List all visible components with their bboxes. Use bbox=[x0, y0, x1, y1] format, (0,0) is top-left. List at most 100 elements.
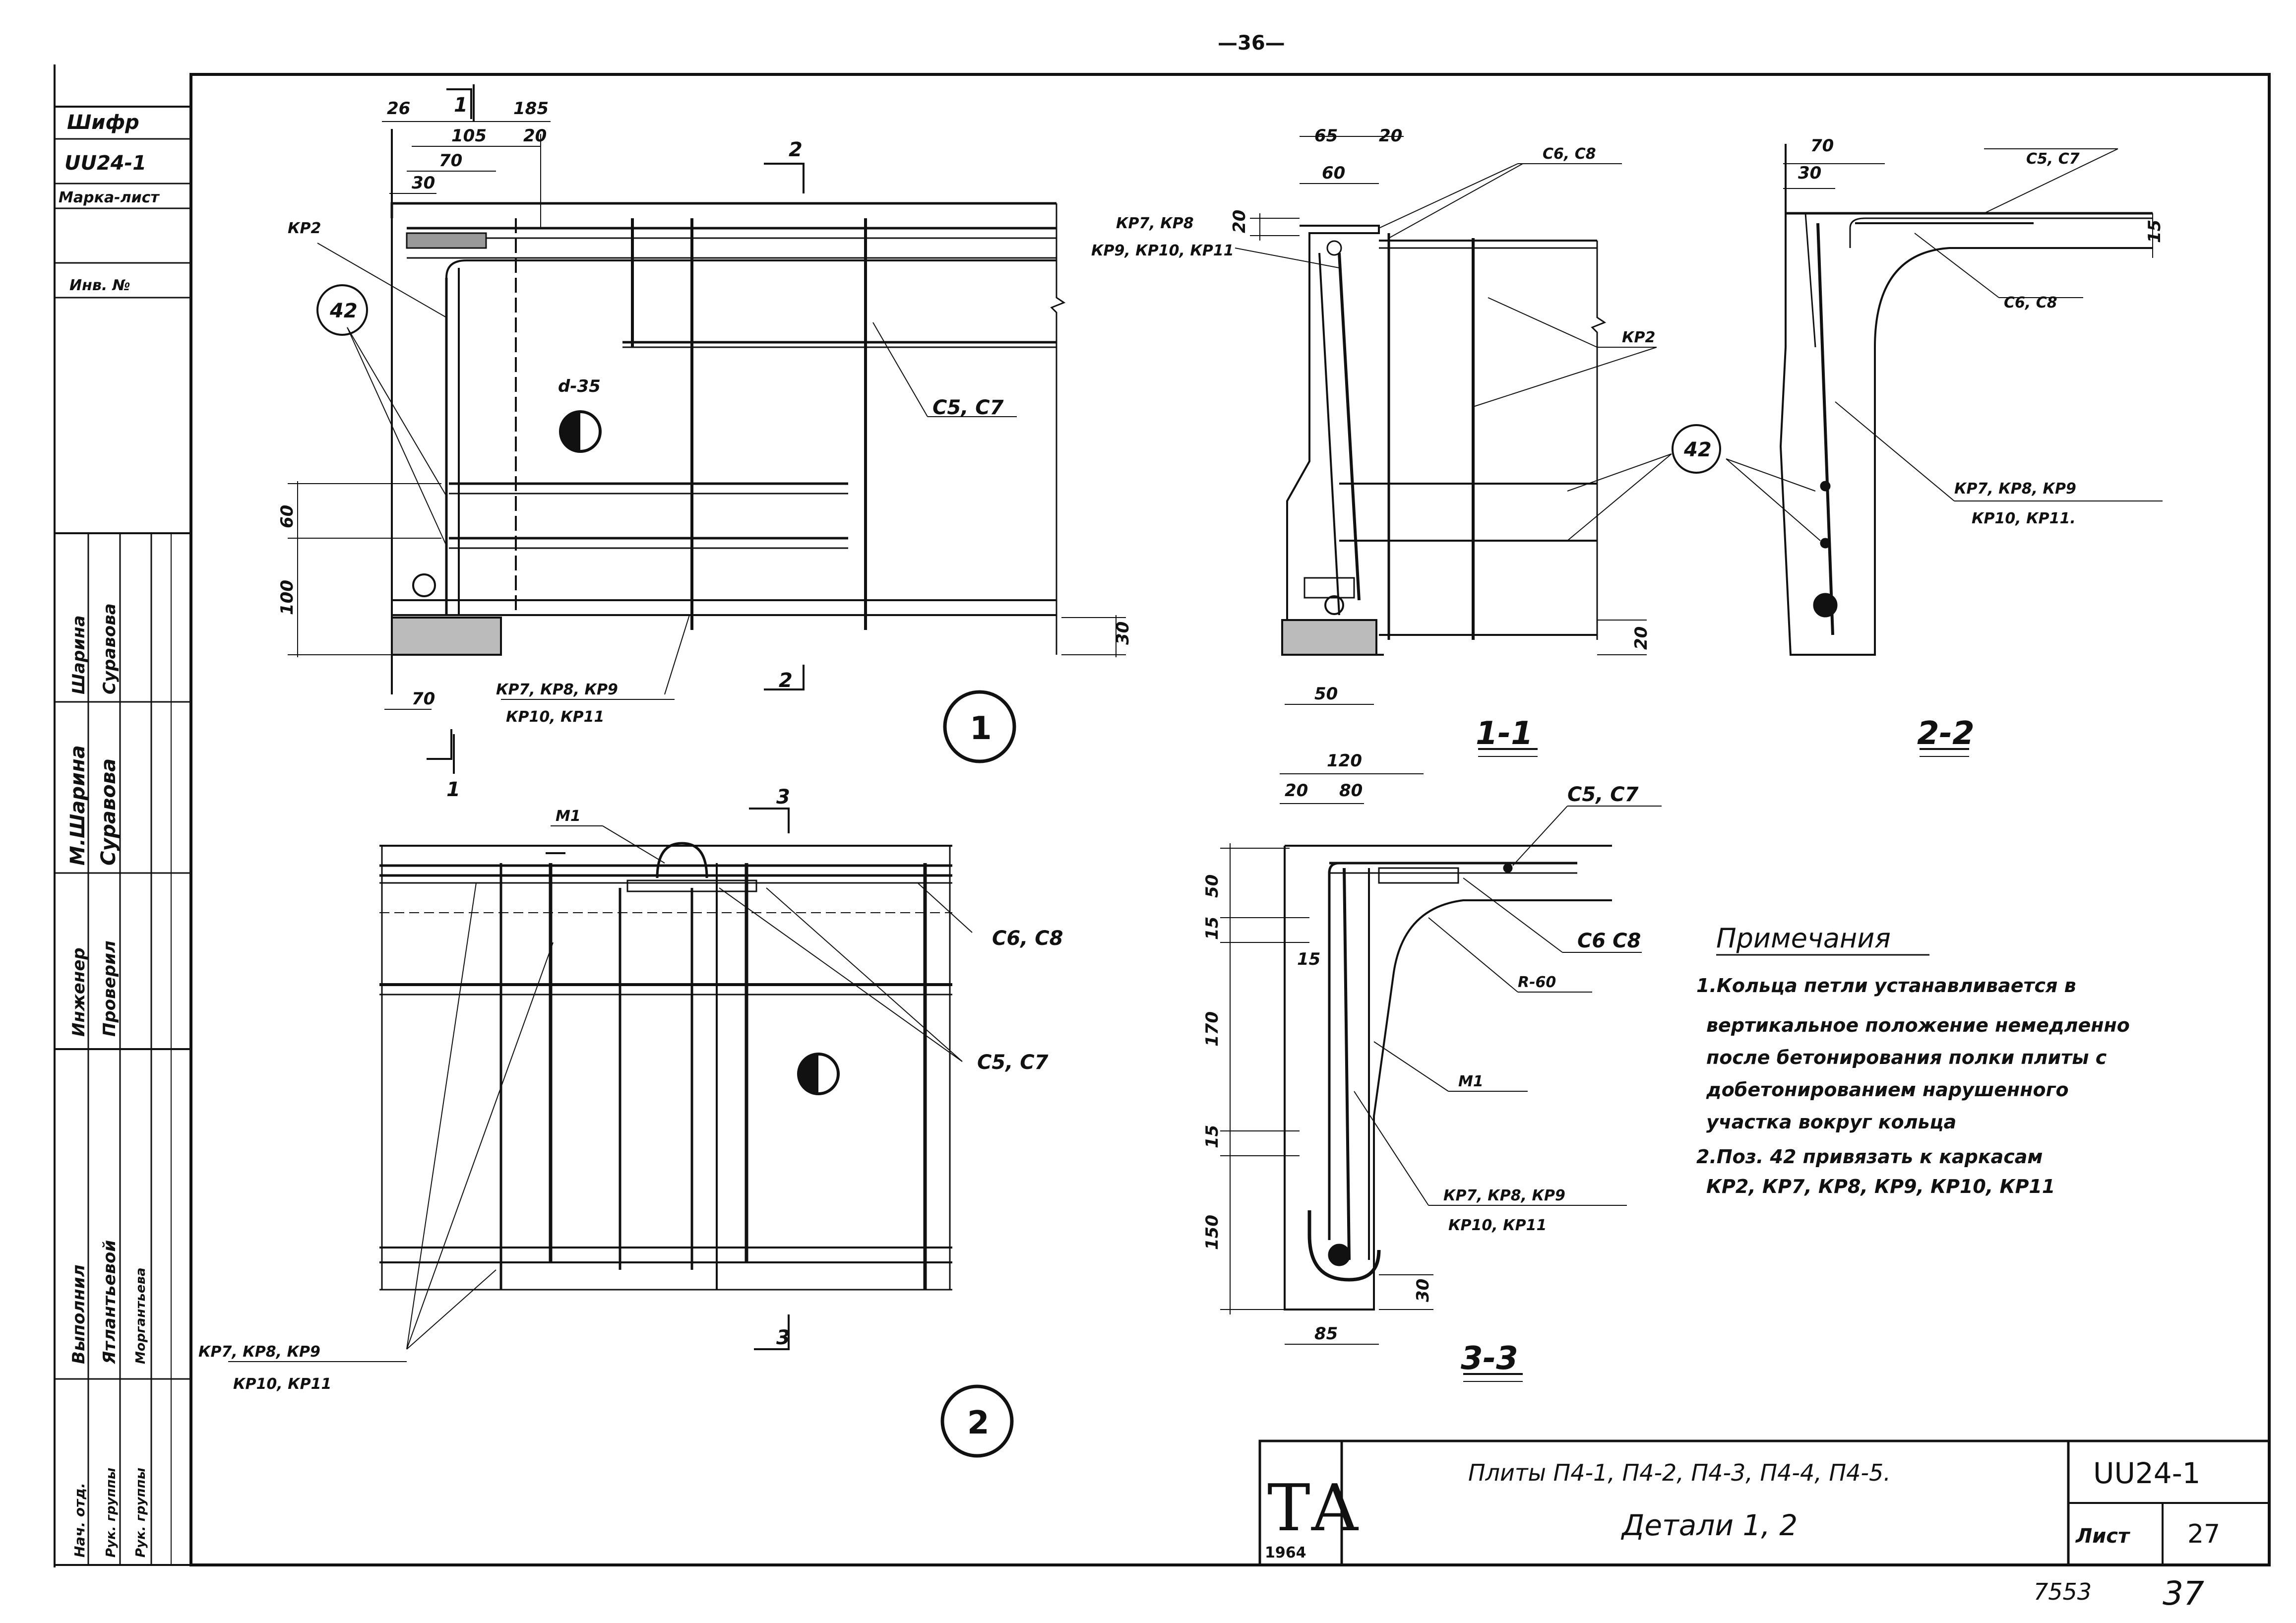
d1-dim-100: 100 bbox=[277, 580, 297, 615]
bottom-number-left: 7553 bbox=[2034, 1578, 2092, 1605]
section-2-2 bbox=[1726, 144, 2163, 757]
d1-section-mark-2-bottom: 2 bbox=[779, 669, 793, 692]
d1-dim-30-right: 30 bbox=[1113, 622, 1133, 645]
section-3-3-text: 120 20 80 50 15 170 15 150 30 85 15 C5, … bbox=[1202, 751, 1641, 1377]
s33-kr7-kr9: КР7, КР8, КР9 bbox=[1443, 1187, 1565, 1204]
title-line-1: Плиты П4-1, П4-2, П4-3, П4-4, П4-5. bbox=[1468, 1459, 1891, 1486]
detail-number-1: 1 bbox=[970, 710, 992, 747]
notes: Примечания 1.Кольца петли устанавливаетс… bbox=[1696, 923, 2130, 1197]
s11-kr9-kr11: КР9, КР10, КР11 bbox=[1091, 242, 1234, 259]
s33-dim-150: 150 bbox=[1202, 1215, 1222, 1250]
detail-number-2: 2 bbox=[967, 1405, 990, 1441]
inv-label: Инв. № bbox=[69, 277, 130, 294]
role-executed: Выполнил bbox=[69, 1264, 89, 1364]
sheet-number: 27 bbox=[2187, 1519, 2220, 1549]
s33-dim-30: 30 bbox=[1413, 1279, 1433, 1302]
cipher-value: UU24-1 bbox=[64, 152, 146, 175]
s22-kr10-kr11: КР10, КР11. bbox=[1972, 510, 2076, 527]
s11-c6-c8: C6, C8 bbox=[1543, 145, 1596, 163]
d2-kr10-kr11: КР10, КР11 bbox=[233, 1375, 331, 1393]
s33-dim-85: 85 bbox=[1314, 1324, 1338, 1344]
s22-kr7-kr9: КР7, КР8, КР9 bbox=[1954, 480, 2076, 498]
d1-kr10-kr11-label: КР10, КР11 bbox=[506, 708, 604, 726]
sheet-frame bbox=[189, 73, 2271, 1566]
s33-dim-170: 170 bbox=[1202, 1011, 1222, 1047]
s22-c5-c7: C5, C7 bbox=[2026, 150, 2080, 168]
role-head-dept: Нач. отд. bbox=[71, 1483, 88, 1558]
note-line-2: вертикальное положение немедленно bbox=[1706, 1014, 2130, 1036]
role-group-lead-2: Рук. группы bbox=[133, 1468, 148, 1558]
d2-section-mark-3-bottom: 3 bbox=[776, 1326, 790, 1349]
role-engineer: Инженер bbox=[69, 947, 89, 1037]
name-suravova: Суравова bbox=[100, 603, 120, 694]
d2-c6-c8: C6, C8 bbox=[992, 927, 1063, 950]
s33-c5-c7: C5, C7 bbox=[1567, 783, 1639, 806]
s11-dim-20-top: 20 bbox=[1379, 126, 1402, 146]
s11-dim-50: 50 bbox=[1314, 684, 1338, 704]
s11-kr7-kr8: КР7, КР8 bbox=[1116, 215, 1194, 232]
s11-position-42: 42 bbox=[1683, 438, 1712, 461]
d1-dim-60: 60 bbox=[277, 505, 297, 528]
s33-dim-20: 20 bbox=[1285, 781, 1308, 801]
logo-year: 1964 bbox=[1265, 1544, 1306, 1561]
s33-c6-c8: C6 C8 bbox=[1577, 930, 1641, 952]
s33-dim-50: 50 bbox=[1202, 874, 1222, 898]
sheet-label: Лист bbox=[2075, 1525, 2131, 1548]
side-stamp: Шифр UU24-1 Марка-лист Инв. № Инженер Пр… bbox=[54, 106, 192, 1566]
s11-dim-20-bottom: 20 bbox=[1631, 626, 1651, 650]
s11-dim-65: 65 bbox=[1314, 126, 1338, 146]
d1-dim-105: 105 bbox=[451, 126, 487, 146]
notes-heading: Примечания bbox=[1716, 923, 1891, 954]
note-line-5: участка вокруг кольца bbox=[1706, 1111, 1956, 1133]
s33-dim-15-a: 15 bbox=[1202, 917, 1222, 940]
signature-2: Суравова bbox=[97, 758, 120, 866]
s22-dim-30: 30 bbox=[1798, 163, 1821, 183]
note-line-7: КР2, КР7, КР8, КР9, КР10, КР11 bbox=[1706, 1176, 2055, 1197]
detail-2-text: М1 C6, C8 C5, C7 КР7, КР8, КР9 КР10, КР1… bbox=[198, 786, 1063, 1441]
d1-hole-dia: d-35 bbox=[558, 376, 601, 396]
title-block bbox=[1258, 1439, 2271, 1566]
d1-kr2-label: КР2 bbox=[288, 220, 321, 237]
d1-kr7-kr9-label: КР7, КР8, КР9 bbox=[496, 681, 618, 698]
signature-1: М.Шарина bbox=[66, 745, 89, 866]
d1-section-mark-1-bottom: 1 bbox=[446, 778, 460, 801]
name-sharina: Шарина bbox=[69, 615, 89, 694]
d1-dim-70: 70 bbox=[439, 151, 462, 171]
d1-dim-70-bottom: 70 bbox=[412, 689, 435, 709]
role-chief: Моргантьева bbox=[133, 1267, 148, 1364]
role-group-lead: Рук. группы bbox=[104, 1468, 119, 1558]
title-line-2: Детали 1, 2 bbox=[1620, 1508, 1798, 1542]
d1-dim-185: 185 bbox=[513, 99, 549, 119]
d1-c5-c7-label: C5, C7 bbox=[932, 396, 1004, 419]
d1-dim-30: 30 bbox=[412, 173, 435, 193]
s22-dim-70: 70 bbox=[1810, 136, 1834, 156]
d1-dim-26: 26 bbox=[387, 99, 410, 119]
s11-dim-20-left: 20 bbox=[1230, 210, 1249, 233]
section-1-1-text: 65 20 60 20 20 50 C6, C8 КР7, КР8 КР9, К… bbox=[1091, 126, 1712, 752]
s22-c6-c8: C6, C8 bbox=[2004, 294, 2057, 312]
mark-sheet-label: Марка-лист bbox=[59, 189, 160, 206]
role-executed-name: Ятлантьевой bbox=[100, 1240, 120, 1365]
s33-m1: М1 bbox=[1458, 1073, 1484, 1090]
detail-1-text: 26 185 105 20 70 30 60 100 30 70 1 2 2 1… bbox=[277, 94, 1133, 801]
s22-title: 2-2 bbox=[1917, 715, 1975, 752]
detail-2 bbox=[228, 808, 1014, 1458]
s33-kr10-kr11: КР10, КР11 bbox=[1448, 1217, 1547, 1234]
s11-title: 1-1 bbox=[1476, 715, 1533, 752]
s33-r60: R-60 bbox=[1518, 974, 1556, 991]
cipher-label: Шифр bbox=[67, 111, 139, 134]
drawing-code: UU24-1 bbox=[2093, 1456, 2201, 1490]
s33-dim-15-b: 15 bbox=[1202, 1125, 1222, 1148]
d2-section-mark-3-top: 3 bbox=[776, 786, 790, 809]
note-line-4: добетонированием нарушенного bbox=[1706, 1079, 2069, 1101]
d2-m1: М1 bbox=[556, 808, 581, 825]
s22-dim-15: 15 bbox=[2145, 220, 2165, 243]
d1-section-mark-1-top: 1 bbox=[454, 94, 468, 117]
section-1-1 bbox=[1235, 136, 1721, 757]
note-line-3: после бетонирования полки плиты с bbox=[1706, 1047, 2107, 1068]
role-checked: Проверил bbox=[100, 940, 120, 1037]
title-block-text: ТА 1964 Плиты П4-1, П4-2, П4-3, П4-4, П4… bbox=[1265, 1456, 2220, 1613]
section-3-3 bbox=[1220, 773, 1662, 1382]
section-2-2-text: 70 30 15 C5, C7 C6, C8 КР7, КР8, КР9 КР1… bbox=[1798, 136, 2165, 752]
